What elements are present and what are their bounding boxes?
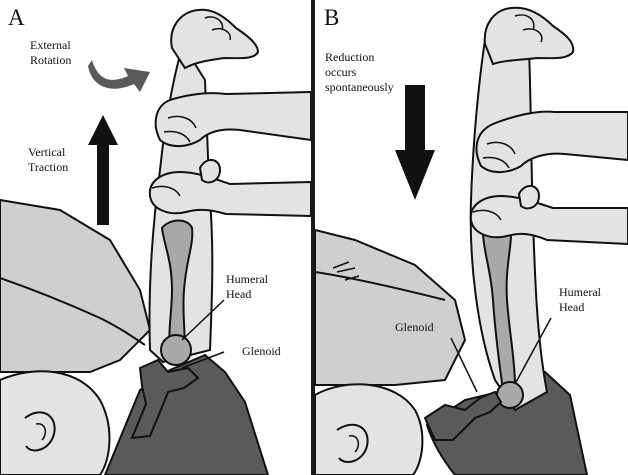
panel-b-illustration <box>315 6 628 475</box>
external-rotation-arrow <box>88 60 150 92</box>
glenoid-label: Glenoid <box>242 344 281 358</box>
panel-a-letter: A <box>8 5 25 30</box>
physician-thumb <box>198 159 222 184</box>
glenoid-pointer <box>181 351 225 369</box>
humeral-head <box>496 381 524 409</box>
panel-b-letter: B <box>324 5 340 30</box>
patient-ear-inner <box>35 423 47 441</box>
patient-head <box>315 383 424 475</box>
panel-divider <box>311 0 315 475</box>
glenoid-label: Glenoid <box>395 320 434 334</box>
reduction-label: Reduction occurs spontaneously <box>325 50 394 94</box>
bed-sheet <box>315 228 467 386</box>
reduction-arrow <box>395 85 435 200</box>
panel-a: A External Rotation Vertical Traction Hu… <box>0 0 311 475</box>
humeral-head-pointer <box>181 299 225 341</box>
humeral-head-label: Humeral Head <box>559 285 601 314</box>
humeral-head <box>160 334 192 366</box>
patient-ear-inner <box>348 435 360 453</box>
glenoid-pointer <box>450 337 478 393</box>
humeral-head-label: Humeral Head <box>226 272 268 301</box>
vertical-traction-label: Vertical Traction <box>28 145 69 174</box>
physician-thumb <box>517 185 541 210</box>
external-rotation-label: External Rotation <box>30 38 72 67</box>
physician-hand-lower <box>469 194 628 246</box>
glenoid-scapula <box>130 358 200 440</box>
bed-edge <box>315 271 446 301</box>
glenoid-scapula <box>423 390 503 441</box>
panel-b: B Reduction occurs spontaneously Glenoid… <box>315 0 628 475</box>
patient-hand <box>170 8 260 70</box>
bed-edge <box>0 277 146 346</box>
patient-ear <box>336 423 369 463</box>
physician-hand-upper <box>154 90 311 147</box>
vertical-traction-arrow <box>88 115 118 225</box>
physician-hand-upper <box>475 110 628 173</box>
patient-hand <box>483 6 575 66</box>
panel-a-illustration <box>0 8 311 475</box>
humeral-head-pointer <box>514 317 552 385</box>
patient-ear <box>24 411 56 452</box>
humerus-bone <box>160 219 194 350</box>
physician-hand-lower <box>148 170 311 218</box>
